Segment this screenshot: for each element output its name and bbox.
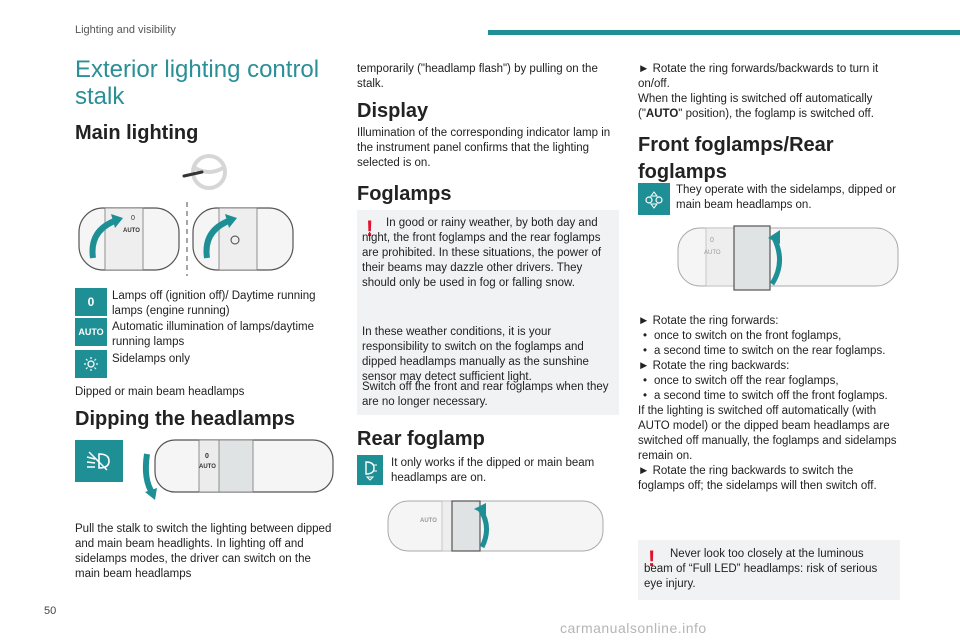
stalk-label-auto: AUTO xyxy=(420,518,437,524)
legend-sidelamps: Sidelamps only xyxy=(112,353,190,365)
stalk-label-auto: AUTO xyxy=(123,228,140,234)
warning-icon: ! xyxy=(648,546,656,571)
warning-icon: ! xyxy=(366,216,374,241)
front-rear-icon-text: They operate with the sidelamps, dipped … xyxy=(676,184,896,211)
stalk-illustration-front-rear: 0 AUTO xyxy=(677,225,899,291)
page-title: Exterior lighting control stalk xyxy=(75,56,320,110)
heading-dipping: Dipping the headlamps xyxy=(75,408,296,430)
rear-foglamp-icon xyxy=(357,455,383,485)
rotate-back-off-text: ► Rotate the ring backwards to switch th… xyxy=(638,465,877,492)
stalk-label-zero: 0 xyxy=(131,215,135,222)
rotate-backward-text: ► Rotate the ring backwards: xyxy=(638,360,790,372)
heading-rear-foglamp: Rear foglamp xyxy=(357,428,485,450)
section-label: Lighting and visibility xyxy=(75,24,176,36)
heading-display: Display xyxy=(357,100,429,122)
stalk-label-auto: AUTO xyxy=(704,250,721,256)
list-item: once to switch off the rear foglamps, xyxy=(638,374,900,389)
auto-off-text: If the lighting is switched off automati… xyxy=(638,405,897,462)
page-number: 50 xyxy=(44,605,57,617)
heading-front-rear-foglamps: Front foglamps/Rear foglamps xyxy=(638,134,834,183)
display-text: Illumination of the corresponding indica… xyxy=(357,127,611,169)
stalk-illustration-rear-foglamp: AUTO xyxy=(387,500,604,552)
stalk-illustration-main-lighting: 0 AUTO xyxy=(78,202,294,276)
auto-foglamp-text: When the lighting is switched off automa… xyxy=(638,93,874,120)
front-rear-instructions: ► Rotate the ring forwards: once to swit… xyxy=(638,314,900,494)
sidelamps-icon xyxy=(75,350,107,378)
warning-foglamps-p3: Switch off the front and rear foglamps w… xyxy=(362,381,609,408)
lamps-off-icon: 0 xyxy=(75,288,107,316)
warning-box-foglamps xyxy=(357,210,619,415)
dipping-text: Pull the stalk to switch the lighting be… xyxy=(75,523,332,580)
rotate-ring-text: ► Rotate the ring forwards/backwards to … xyxy=(638,63,879,90)
heading-main-lighting: Main lighting xyxy=(75,122,199,144)
forward-list: once to switch on the front foglamps, a … xyxy=(638,329,900,359)
legend-dipped-main: Dipped or main beam headlamps xyxy=(75,386,245,398)
warning-foglamps-p1: In good or rainy weather, by both day an… xyxy=(362,217,602,289)
list-item: once to switch on the front foglamps, xyxy=(638,329,900,344)
header-accent-bar xyxy=(488,30,960,35)
front-rear-foglamp-icon xyxy=(638,183,670,215)
auto-icon: AUTO xyxy=(75,318,107,346)
rotate-forward-text: ► Rotate the ring forwards: xyxy=(638,315,779,327)
backward-list: once to switch off the rear foglamps, a … xyxy=(638,374,900,404)
heading-foglamps: Foglamps xyxy=(357,183,452,205)
continuation-text: temporarily ("headlamp flash") by pullin… xyxy=(357,63,598,90)
warning-led-text: Never look too closely at the luminous b… xyxy=(644,548,878,590)
steering-wheel-icon xyxy=(182,154,227,190)
stalk-label-zero: 0 xyxy=(710,237,714,244)
legend-lamps-off: Lamps off (ignition off)/ Daytime runnin… xyxy=(112,290,316,317)
rear-foglamp-text: It only works if the dipped or main beam… xyxy=(391,457,595,484)
list-item: a second time to switch on the rear fogl… xyxy=(638,344,900,359)
dipped-beam-icon xyxy=(75,440,123,482)
watermark: carmanualsonline.info xyxy=(560,620,707,636)
legend-auto: Automatic illumination of lamps/daytime … xyxy=(112,321,314,348)
list-item: a second time to switch off the front fo… xyxy=(638,389,900,404)
stalk-label-auto: AUTO xyxy=(199,464,216,470)
stalk-illustration-dipping: 0 AUTO xyxy=(142,439,334,500)
stalk-label-zero: 0 xyxy=(205,453,209,460)
warning-foglamps-p2: In these weather conditions, it is your … xyxy=(362,326,589,383)
warning-box-led xyxy=(638,540,900,600)
